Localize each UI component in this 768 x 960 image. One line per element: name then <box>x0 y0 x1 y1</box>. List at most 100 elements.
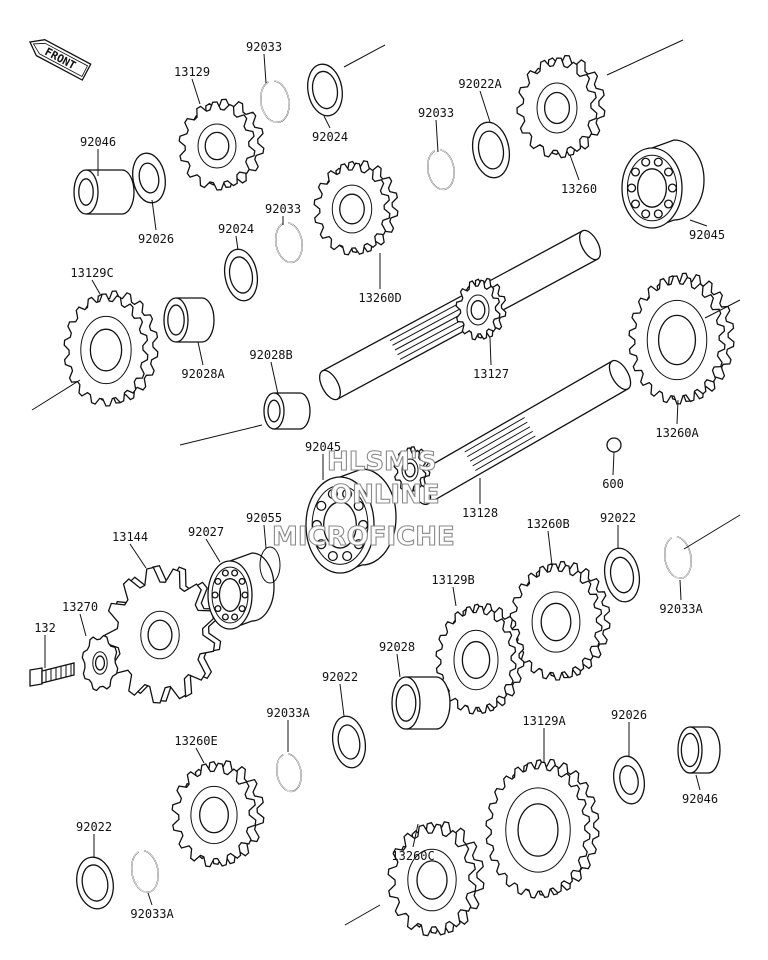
leader-p600 <box>612 451 615 476</box>
part-p92046a <box>73 169 135 215</box>
part-p92024a <box>307 63 343 117</box>
part-label[interactable]: 13260C <box>391 849 434 863</box>
leader-p13129b <box>452 586 457 607</box>
leader-p13129 <box>191 78 201 105</box>
part-p92045b <box>305 468 397 574</box>
part-label[interactable]: 13270 <box>62 600 98 614</box>
part-label[interactable]: 13260A <box>655 426 699 440</box>
part-p92022a <box>471 121 511 179</box>
part-label[interactable]: 600 <box>602 477 624 491</box>
watermark-line-1: HLSM'S <box>327 447 437 477</box>
part-label[interactable]: 13260D <box>358 291 401 305</box>
part-label[interactable]: 92026 <box>138 232 174 246</box>
part-p13260b <box>509 560 611 681</box>
leader-p92028a <box>197 341 204 366</box>
part-label[interactable]: 92045 <box>689 228 725 242</box>
part-label[interactable]: 13260 <box>561 182 597 196</box>
watermark-line-2: ONLINE <box>330 480 440 510</box>
leader-p92033b <box>435 119 439 153</box>
part-p13129c <box>63 290 159 407</box>
part-label[interactable]: 92022A <box>458 77 502 91</box>
part-p92046b <box>677 726 721 774</box>
part-p13260 <box>516 54 606 159</box>
part-label[interactable]: 13260E <box>174 734 217 748</box>
part-label[interactable]: 13129B <box>431 573 474 587</box>
axis-line <box>704 299 741 319</box>
part-p92033f <box>130 850 159 894</box>
part-label[interactable]: 92022 <box>76 820 112 834</box>
part-label[interactable]: 92024 <box>218 222 254 236</box>
part-p13270 <box>81 634 119 692</box>
leader-p92026a <box>151 199 157 231</box>
part-p92033c <box>275 222 303 264</box>
leader-p92028b <box>270 361 279 395</box>
leader-p92028c <box>396 653 401 678</box>
part-p92028b <box>263 392 311 430</box>
part-p13260d <box>313 160 399 256</box>
part-label[interactable]: 13128 <box>462 506 498 520</box>
part-p92022b <box>603 547 641 603</box>
part-p13260a <box>628 272 735 405</box>
part-label[interactable]: 92046 <box>80 135 116 149</box>
part-label[interactable]: 13260B <box>526 517 569 531</box>
part-label[interactable]: 13129C <box>70 266 113 280</box>
part-label[interactable]: 92033A <box>659 602 703 616</box>
part-label[interactable]: 92033A <box>266 706 310 720</box>
part-p13129a <box>485 758 600 899</box>
part-label[interactable]: 92028A <box>181 367 225 381</box>
part-p92055 <box>259 546 281 584</box>
part-p92045a <box>621 139 705 229</box>
axis-line <box>606 39 684 76</box>
part-drawings <box>29 39 741 937</box>
part-p92033e <box>276 753 302 793</box>
part-label[interactable]: 92022 <box>600 511 636 525</box>
part-label[interactable]: 92046 <box>682 792 718 806</box>
leader-p92024b <box>235 235 239 251</box>
part-label[interactable]: 92022 <box>322 670 358 684</box>
part-p13129 <box>178 98 265 191</box>
leader-p13270 <box>79 613 87 637</box>
part-label[interactable]: 92045 <box>305 440 341 454</box>
part-p92028c <box>391 676 451 730</box>
leader-p92033f <box>147 892 153 906</box>
leader-p92045a <box>689 219 708 227</box>
part-p13260c <box>387 821 485 937</box>
axis-line <box>179 424 263 446</box>
part-p92028a <box>163 297 215 343</box>
part-label[interactable]: 92033 <box>265 202 301 216</box>
part-label[interactable]: 92026 <box>611 708 647 722</box>
axis-line <box>344 904 381 926</box>
part-p92022c <box>331 715 367 769</box>
leader-p13144 <box>129 543 147 569</box>
part-label[interactable]: 92033 <box>246 40 282 54</box>
part-label[interactable]: 92033 <box>418 106 454 120</box>
part-p13129b <box>435 603 525 715</box>
leader-p13260c <box>412 823 419 848</box>
leader-p13260e <box>195 747 205 764</box>
part-label[interactable]: 92028 <box>379 640 415 654</box>
watermark: HLSM'S ONLINE MICROFICHE <box>271 446 455 552</box>
part-label[interactable]: 13144 <box>112 530 148 544</box>
leader-p92022c <box>339 683 345 717</box>
leader-p13260a <box>676 399 679 425</box>
part-p92026b <box>613 755 645 805</box>
part-p13260e <box>171 760 265 868</box>
axis-line <box>31 379 81 411</box>
part-label[interactable]: 92024 <box>312 130 348 144</box>
part-label[interactable]: 92033A <box>130 907 174 921</box>
leader-p13260 <box>569 154 580 181</box>
axis-line <box>683 514 741 550</box>
part-label[interactable]: 92055 <box>246 511 282 525</box>
part-label[interactable]: 13129 <box>174 65 210 79</box>
part-label[interactable]: 13129A <box>522 714 566 728</box>
part-label[interactable]: 92028B <box>249 348 292 362</box>
part-label[interactable]: 132 <box>34 621 56 635</box>
leader-p13129c <box>91 279 101 295</box>
part-p92027 <box>207 552 275 630</box>
part-label[interactable]: 92027 <box>188 525 224 539</box>
part-p132 <box>29 662 75 687</box>
part-label[interactable]: 13127 <box>473 367 509 381</box>
leader-p13127 <box>489 337 492 366</box>
